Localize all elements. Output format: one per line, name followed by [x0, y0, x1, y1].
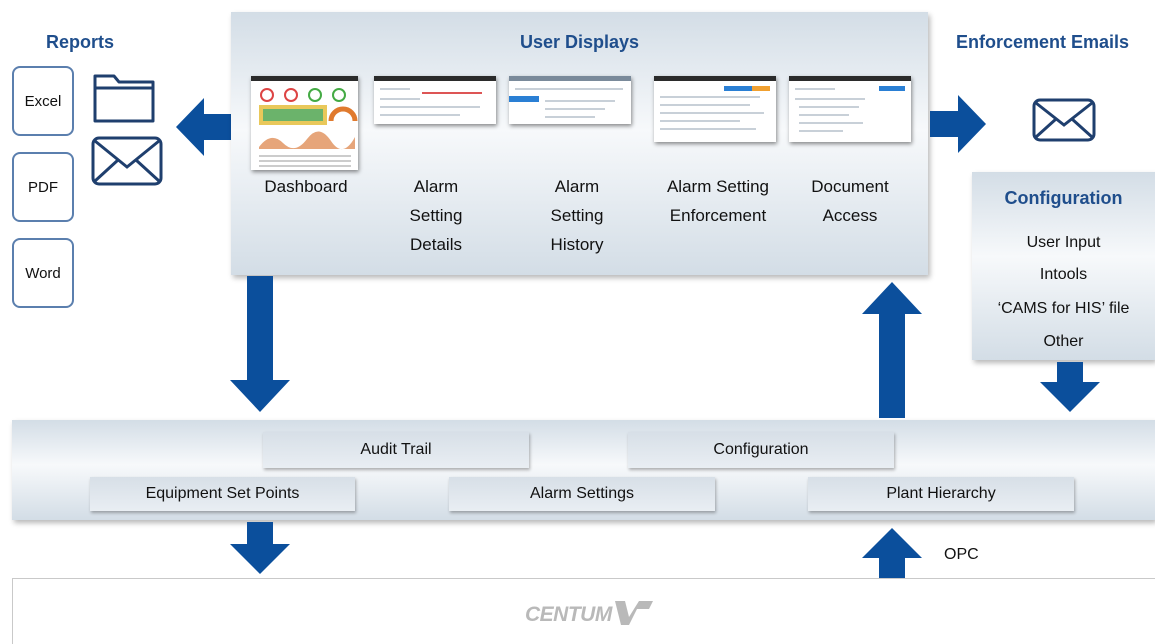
enforcement-emails-title: Enforcement Emails — [956, 32, 1130, 52]
user-displays-title: User Displays — [519, 32, 640, 52]
plant-hierarchy-tag: Plant Hierarchy — [808, 477, 1074, 511]
configuration-panel-title: Configuration — [1004, 188, 1123, 208]
configuration-tag: Configuration — [628, 432, 894, 468]
enforcement-email-icon — [1032, 98, 1096, 142]
alarm-setting-details-thumbnail[interactable] — [374, 76, 496, 124]
arrow-up-to-displays-icon — [862, 282, 922, 418]
arrow-down-to-centum-icon — [230, 522, 290, 574]
alarm-setting-history-thumbnail[interactable] — [509, 76, 631, 124]
configuration-panel: Configuration User Input Intools ‘CAMS f… — [972, 172, 1155, 360]
email-icon — [91, 136, 163, 186]
user-displays-panel: User Displays — [231, 12, 928, 275]
config-item-user-input: User Input — [1026, 234, 1101, 251]
excel-report-box[interactable]: Excel — [12, 66, 74, 136]
database-band: Audit Trail Configuration Equipment Set … — [12, 420, 1155, 520]
opc-label: OPC — [944, 546, 979, 563]
arrow-down-to-database-icon — [230, 276, 290, 412]
centum-vp-logo: CENTUM — [525, 601, 653, 626]
svg-text:CENTUM: CENTUM — [525, 603, 613, 626]
config-item-other: Other — [1043, 333, 1084, 350]
equipment-set-points-tag: Equipment Set Points — [90, 477, 355, 511]
pdf-label: PDF — [28, 178, 58, 196]
dashboard-label: Dashboard — [264, 177, 348, 196]
centum-system-box: CENTUM — [12, 578, 1155, 644]
alarm-setting-details-label: Alarm Setting Details — [409, 177, 463, 254]
document-access-label: Document Access — [811, 177, 889, 225]
arrow-to-reports-icon — [176, 98, 232, 156]
config-item-intools: Intools — [1039, 266, 1088, 283]
excel-label: Excel — [24, 92, 62, 110]
alarm-setting-enforcement-thumbnail[interactable] — [654, 76, 776, 142]
arrow-to-emails-icon — [930, 95, 986, 153]
pdf-report-box[interactable]: PDF — [12, 152, 74, 222]
reports-title: Reports — [46, 32, 115, 52]
audit-trail-tag: Audit Trail — [263, 432, 529, 468]
word-report-box[interactable]: Word — [12, 238, 74, 308]
alarm-setting-history-label: Alarm Setting History — [550, 177, 604, 254]
word-label: Word — [25, 264, 61, 282]
alarm-settings-tag: Alarm Settings — [449, 477, 715, 511]
config-item-cams-file: ‘CAMS for HIS’ file — [997, 300, 1130, 317]
arrow-up-opc-icon — [862, 528, 922, 580]
alarm-setting-enforcement-label: Alarm Setting Enforcement — [666, 177, 770, 225]
document-access-thumbnail[interactable] — [789, 76, 911, 142]
dashboard-thumbnail[interactable] — [251, 76, 358, 170]
arrow-down-from-configuration-icon — [1040, 362, 1100, 412]
folder-icon — [93, 74, 155, 123]
